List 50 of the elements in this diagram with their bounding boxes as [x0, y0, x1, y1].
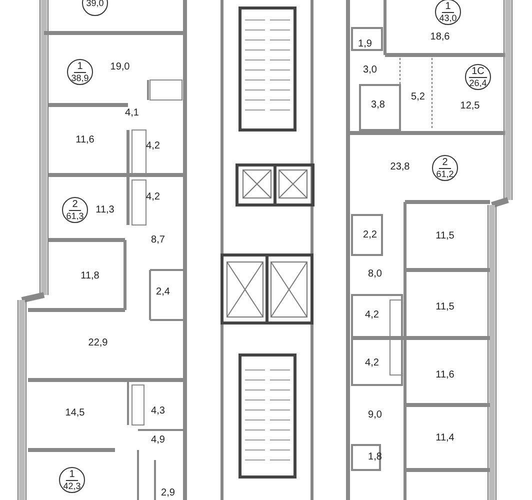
room-count: 2 — [439, 158, 451, 168]
room-area: 8,7 — [151, 234, 165, 246]
room-area: 11,6 — [76, 134, 94, 146]
room-area: 11,3 — [96, 204, 114, 216]
apartment-badge — [59, 467, 85, 493]
apartment-area: 26,4 — [469, 78, 487, 88]
room-area: 14,5 — [65, 408, 85, 418]
room-area: 5,2 — [411, 92, 425, 102]
room-area: 3,8 — [371, 100, 385, 110]
room-area: 2,2 — [363, 230, 377, 240]
room-area: 4,2 — [146, 140, 160, 152]
room-area: 11,4 — [436, 432, 454, 444]
room-count: 1 — [66, 470, 78, 480]
room-area: 4,2 — [365, 310, 379, 320]
room-count: 1С — [468, 66, 488, 78]
room-area: 11,6 — [436, 370, 454, 380]
room-count: 1 — [442, 2, 454, 12]
room-area: 4,1 — [125, 108, 139, 118]
apartment-badge — [432, 155, 458, 181]
room-area: 11,5 — [436, 230, 454, 242]
apartment-badge — [62, 197, 88, 223]
room-area: 2,9 — [161, 488, 175, 498]
apartment-area: 61,3 — [66, 210, 84, 220]
apartment-area: 42,3 — [63, 480, 81, 490]
room-area: 3,0 — [363, 64, 377, 76]
room-area: 9,0 — [368, 410, 382, 420]
apartment-area: 43,0 — [439, 12, 457, 22]
room-area: 12,5 — [460, 100, 480, 112]
room-area: 19,0 — [110, 62, 130, 72]
room-count: 1 — [74, 62, 86, 72]
apartment-area: 39,0 — [86, 0, 104, 8]
apartment-area: 61,2 — [436, 168, 454, 178]
apartment-badge — [67, 59, 93, 85]
room-area: 4,3 — [151, 406, 165, 416]
room-area: 8,0 — [368, 268, 382, 280]
room-area: 1,9 — [358, 38, 372, 50]
room-area: 23,8 — [390, 162, 410, 172]
room-area: 1,8 — [368, 452, 382, 462]
room-count: 2 — [69, 200, 81, 210]
apartment-badge — [465, 64, 491, 90]
room-area: 18,6 — [430, 32, 450, 42]
room-area: 4,2 — [365, 358, 379, 368]
apartment-badge — [435, 0, 461, 25]
apartment-area: 38,9 — [71, 72, 89, 82]
room-area: 22,9 — [88, 338, 108, 348]
room-area: 4,9 — [151, 434, 165, 446]
room-area: 11,8 — [80, 270, 100, 282]
room-area: 4,2 — [146, 192, 160, 202]
room-area: 2,4 — [156, 286, 170, 298]
room-area: 11,5 — [436, 302, 454, 312]
